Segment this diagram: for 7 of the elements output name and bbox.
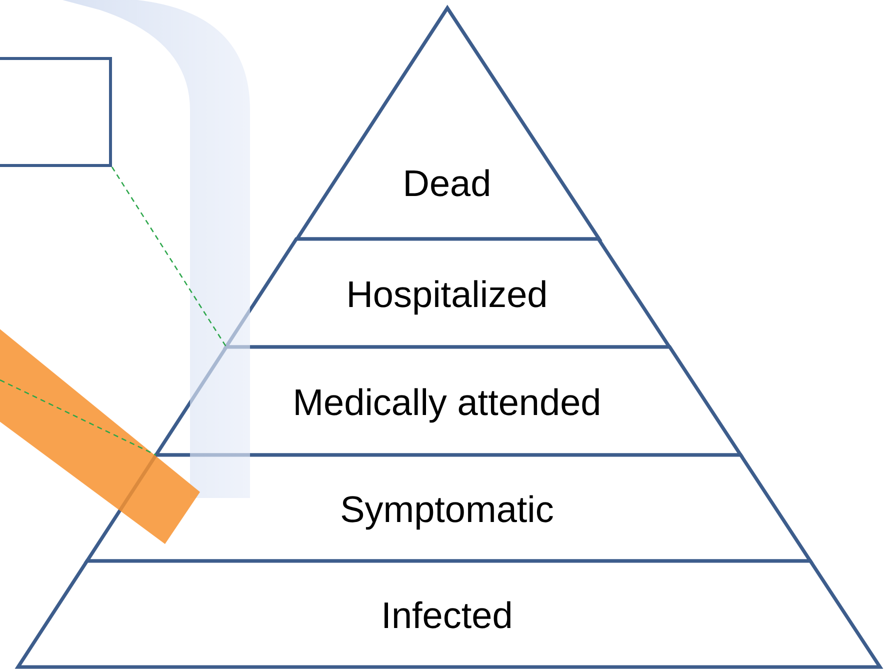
- tier-label: Hospitalized: [346, 274, 548, 316]
- tier-label: Symptomatic: [340, 489, 554, 532]
- outline-box: [0, 57, 112, 167]
- tier-label: Medically attended: [292, 382, 602, 424]
- tier-label: Infected: [381, 595, 513, 638]
- leader-line: [111, 166, 227, 348]
- leader-line: [0, 379, 156, 456]
